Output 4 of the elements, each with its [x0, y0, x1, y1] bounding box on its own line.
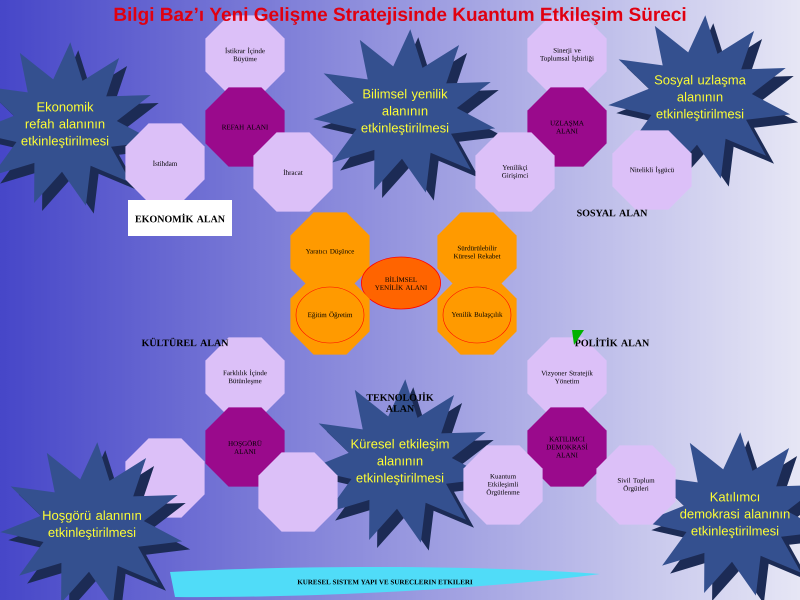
area-label: SOSYAL ALAN [577, 210, 648, 216]
octagon-box [258, 452, 338, 532]
starburst: Hoşgörü alanının etkinleştirilmesi [0, 442, 190, 600]
area-label-box: EKONOMİK ALAN [128, 200, 232, 236]
